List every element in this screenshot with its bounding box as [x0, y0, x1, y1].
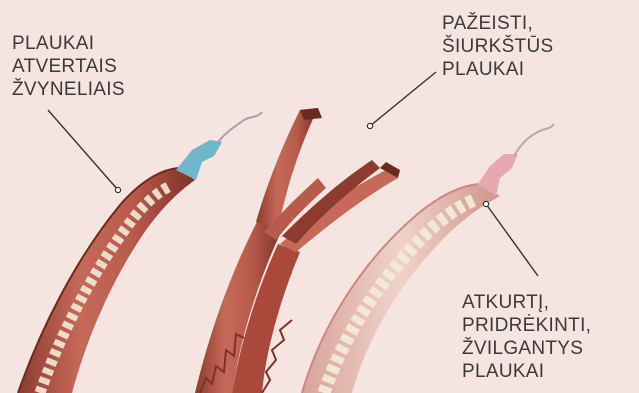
leader-line-open-scales: [48, 110, 118, 190]
label-line: ŠIURKŠTŪS: [442, 35, 553, 58]
label-line: PLAUKAI: [442, 58, 553, 81]
label-line: ŽVILGANTYS: [462, 337, 591, 360]
label-line: ŽVYNELIAIS: [12, 78, 125, 101]
leader-line-damaged: [370, 72, 436, 126]
label-line: PRIDRĖKINTI,: [462, 314, 591, 337]
label-open-scales: PLAUKAI ATVERTAIS ŽVYNELIAIS: [12, 32, 125, 101]
label-line: PLAUKAI: [12, 32, 125, 55]
label-line: ATKURTĮ,: [462, 291, 591, 314]
leader-dot-restored: [483, 201, 488, 206]
label-line: PLAUKAI: [462, 360, 591, 383]
label-restored: ATKURTĮ, PRIDRĖKINTI, ŽVILGANTYS PLAUKAI: [462, 291, 591, 383]
leader-dot-open-scales: [115, 187, 120, 192]
leader-dot-damaged: [367, 123, 372, 128]
label-damaged: PAŽEISTI, ŠIURKŠTŪS PLAUKAI: [442, 12, 553, 81]
label-line: PAŽEISTI,: [442, 12, 553, 35]
label-line: ATVERTAIS: [12, 55, 125, 78]
leader-line-restored: [486, 204, 538, 276]
hair-damaged: [195, 108, 400, 393]
